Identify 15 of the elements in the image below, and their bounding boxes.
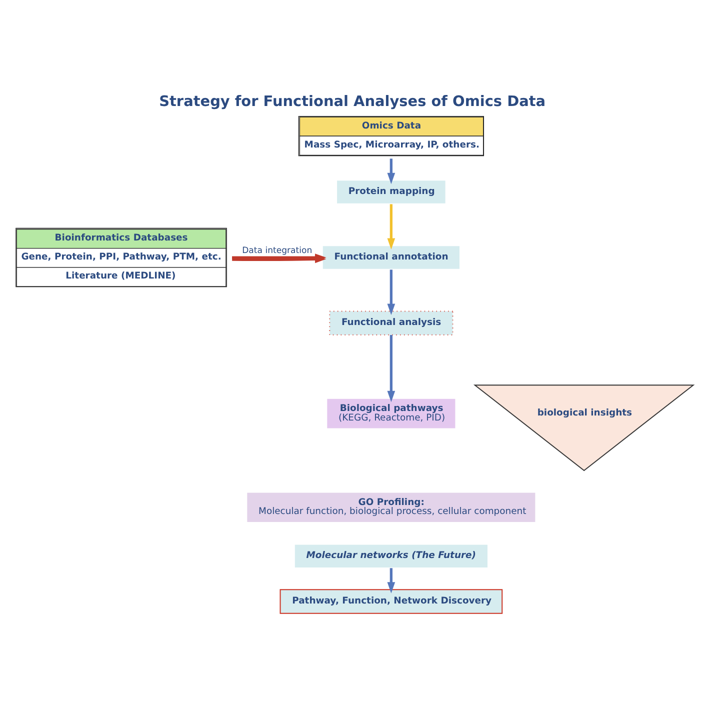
node-box: Functional analysis <box>329 310 454 336</box>
node-box: Protein mapping <box>336 180 446 204</box>
arrow <box>232 255 326 264</box>
arrow <box>387 568 396 594</box>
node-box: GO Profiling: Molecular function, biological process, cellular component <box>246 492 536 524</box>
arrow <box>387 270 396 315</box>
node-box: Molecular networks (The Future) <box>294 544 488 568</box>
node-box: Biological pathways (KEGG, Reactome, PID) <box>326 398 456 430</box>
edge-label: Data integration <box>242 246 312 256</box>
node-box: Pathway, Function, Network Discovery <box>280 589 503 614</box>
arrow <box>387 204 396 250</box>
arrow <box>387 158 396 184</box>
arrow <box>387 335 396 402</box>
diagram-title: Strategy for Functional Analyses of Omics Data <box>159 94 546 110</box>
node-box: Functional annotation <box>322 245 460 270</box>
